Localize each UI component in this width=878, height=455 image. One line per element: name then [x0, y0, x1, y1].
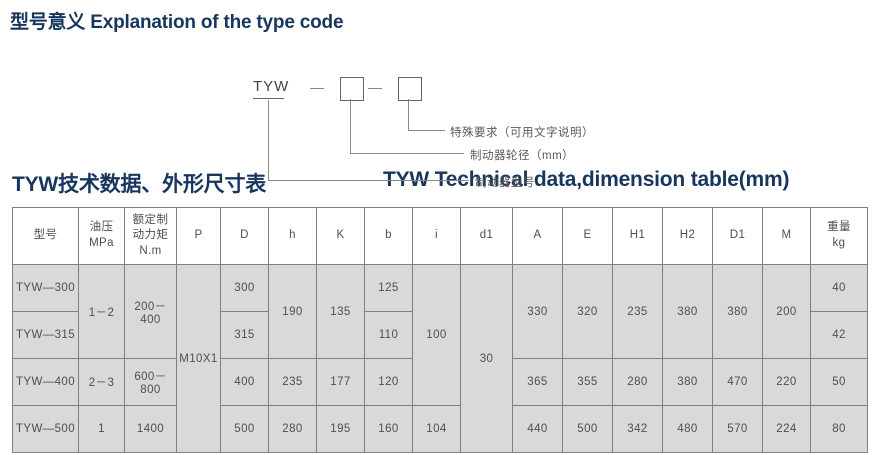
cell-k: 135 — [316, 264, 365, 359]
cell-h1: 280 — [612, 358, 663, 406]
cell-b: 120 — [364, 358, 413, 406]
cell-a: 440 — [512, 405, 563, 453]
column-header-i: i — [412, 207, 461, 265]
cell-b: 110 — [364, 311, 413, 359]
leader-line-model-vertical — [268, 100, 269, 180]
column-header-k: K — [316, 207, 365, 265]
cell-a: 330 — [512, 264, 563, 359]
annotation-brake-wheel-diameter: 制动器轮径（mm） — [470, 150, 575, 162]
table-header-row: 型号 油压 MPa 额定制 动力矩 N.m P D h K b i d1 A E… — [12, 207, 868, 265]
type-code-diagram: TYW 特殊要求（可用文字说明） 制动器轮径（mm） 制动器型号 — [0, 34, 878, 189]
column-header-pressure: 油压 MPa — [78, 207, 125, 265]
type-code-separator-1 — [310, 88, 324, 89]
cell-m: 224 — [762, 405, 811, 453]
cell-weight: 40 — [810, 264, 868, 312]
cell-i: 100 — [412, 264, 461, 406]
cell-pressure: 2－3 — [78, 358, 125, 406]
column-header-h2: H2 — [662, 207, 713, 265]
cell-h2: 380 — [662, 264, 713, 359]
cell-p: M10X1 — [176, 264, 221, 453]
column-header-a: A — [512, 207, 563, 265]
cell-b: 160 — [364, 405, 413, 453]
cell-d1: 30 — [460, 264, 513, 453]
type-code-box-special — [398, 77, 422, 101]
cell-torque: 200－400 — [124, 264, 177, 359]
cell-e: 320 — [562, 264, 613, 359]
cell-d1-outer: 570 — [712, 405, 763, 453]
cell-h1: 235 — [612, 264, 663, 359]
cell-torque: 600－800 — [124, 358, 177, 406]
column-header-model: 型号 — [12, 207, 79, 265]
cell-i: 104 — [412, 405, 461, 453]
leader-line-diameter-vertical — [350, 99, 351, 153]
cell-h: 190 — [268, 264, 317, 359]
type-code-separator-2 — [368, 88, 382, 89]
cell-a: 365 — [512, 358, 563, 406]
leader-line-diameter-horizontal — [350, 153, 464, 154]
cell-k: 195 — [316, 405, 365, 453]
column-header-e: E — [562, 207, 613, 265]
cell-weight: 42 — [810, 311, 868, 359]
cell-m: 220 — [762, 358, 811, 406]
type-code-prefix: TYW — [253, 78, 290, 95]
cell-h1: 342 — [612, 405, 663, 453]
cell-d: 300 — [220, 264, 269, 312]
cell-d1-outer: 380 — [712, 264, 763, 359]
cell-k: 177 — [316, 358, 365, 406]
column-header-m: M — [762, 207, 811, 265]
leader-line-special-vertical — [408, 99, 409, 130]
technical-data-table: 型号 油压 MPa 额定制 动力矩 N.m P D h K b i d1 A E… — [12, 207, 868, 453]
cell-e: 355 — [562, 358, 613, 406]
leader-line-model-horizontal — [268, 180, 469, 181]
cell-weight: 80 — [810, 405, 868, 453]
table-row: TYW—400 2－3 600－800 400 235 177 120 365 … — [12, 358, 868, 406]
cell-model: TYW—500 — [12, 405, 79, 453]
column-header-b: b — [364, 207, 413, 265]
cell-torque: 1400 — [124, 405, 177, 453]
cell-h2: 480 — [662, 405, 713, 453]
column-header-d1-outer: D1 — [712, 207, 763, 265]
cell-h: 280 — [268, 405, 317, 453]
column-header-weight: 重量 kg — [810, 207, 868, 265]
cell-pressure: 1－2 — [78, 264, 125, 359]
column-header-d: D — [220, 207, 269, 265]
column-header-torque: 额定制 动力矩 N.m — [124, 207, 177, 265]
section-title-table-cn: TYW技术数据、外形尺寸表 — [12, 173, 267, 196]
cell-weight: 50 — [810, 358, 868, 406]
cell-d: 500 — [220, 405, 269, 453]
table-row: TYW—500 1 1400 500 280 195 160 104 440 5… — [12, 405, 868, 453]
cell-model: TYW—400 — [12, 358, 79, 406]
type-code-prefix-underline — [253, 98, 284, 99]
cell-pressure: 1 — [78, 405, 125, 453]
cell-d1-outer: 470 — [712, 358, 763, 406]
annotation-special-requirement: 特殊要求（可用文字说明） — [450, 127, 594, 139]
type-code-box-diameter — [340, 77, 364, 101]
cell-b: 125 — [364, 264, 413, 312]
cell-d: 400 — [220, 358, 269, 406]
cell-d: 315 — [220, 311, 269, 359]
cell-h: 235 — [268, 358, 317, 406]
cell-m: 200 — [762, 264, 811, 359]
column-header-h1: H1 — [612, 207, 663, 265]
cell-model: TYW—315 — [12, 311, 79, 359]
leader-line-special-horizontal — [408, 130, 445, 131]
column-header-p: P — [176, 207, 221, 265]
table-row: TYW—300 1－2 200－400 M10X1 300 190 135 12… — [12, 264, 868, 453]
annotation-brake-model: 制动器型号 — [475, 177, 535, 189]
cell-model: TYW—300 — [12, 264, 79, 312]
column-header-d1: d1 — [460, 207, 513, 265]
table-row: TYW—315 315 110 42 — [12, 311, 868, 359]
cell-e: 500 — [562, 405, 613, 453]
column-header-h: h — [268, 207, 317, 265]
section-title-table-en: TYW Technical data,dimension table(mm) — [383, 168, 790, 191]
page-title-type-code: 型号意义 Explanation of the type code — [10, 12, 344, 33]
cell-h2: 380 — [662, 358, 713, 406]
